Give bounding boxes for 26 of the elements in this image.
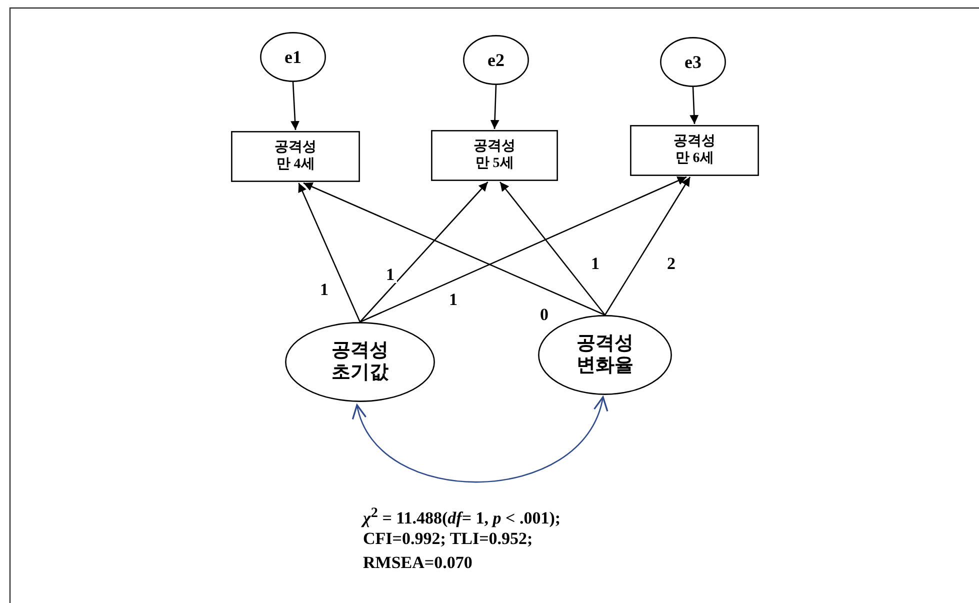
observed-variable-box: 공격성 만 6세	[630, 125, 759, 176]
edge-label: 2	[665, 255, 678, 272]
error-circle: e3	[660, 37, 726, 87]
path-arrow	[303, 182, 606, 316]
path-arrow	[360, 182, 488, 322]
path-arrow	[360, 176, 687, 323]
path-arrow	[490, 84, 500, 130]
error-circle: e2	[463, 35, 529, 85]
fit-statistics-text: χ$^{2}$ = 11.488(df= 1, p < .001);	[363, 505, 561, 530]
covariance-arrow	[354, 396, 606, 483]
edge-label: 0	[538, 306, 550, 323]
fit-statistics-text: CFI=0.992; TLI=0.952;	[363, 529, 533, 550]
edge-label: 1	[447, 291, 460, 308]
edge-label: 1	[384, 266, 396, 283]
observed-variable-box: 공격성 만 5세	[431, 130, 558, 181]
path-arrow	[298, 182, 361, 322]
path-arrow	[500, 182, 606, 316]
path-arrow	[690, 86, 699, 124]
path-arrow	[604, 176, 691, 316]
error-circle: e1	[260, 32, 326, 82]
edge-label: 1	[318, 281, 330, 298]
latent-variable-ellipse: 공격성 초기값	[285, 322, 435, 402]
edge-label: 1	[589, 255, 602, 272]
fit-statistics-text: RMSEA=0.070	[363, 553, 472, 574]
path-arrow	[290, 82, 300, 130]
observed-variable-box: 공격성 만 4세	[231, 131, 360, 182]
